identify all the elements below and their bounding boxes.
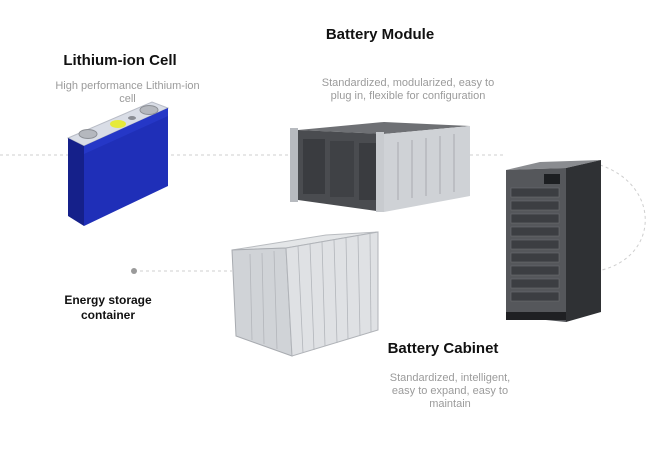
connector-lines — [0, 154, 646, 272]
connector-dot — [131, 268, 137, 274]
cell-title: Lithium-ion Cell — [63, 52, 177, 69]
cabinet-title: Battery Cabinet — [387, 340, 499, 357]
battery-module-image — [290, 122, 470, 212]
cell-description: High performance Lithium-ion cell — [55, 80, 200, 105]
lithium-ion-cell-image — [66, 101, 170, 226]
energy-storage-container-image — [231, 231, 379, 357]
cabinet-description: Standardized, intelligent, easy to expan… — [389, 372, 511, 410]
module-description: Standardized, modularized, easy to plug … — [321, 77, 495, 102]
module-title: Battery Module — [325, 26, 435, 43]
connector-cabinet-curve — [599, 164, 646, 271]
container-title: Energy storage container — [64, 293, 152, 322]
battery-cabinet-image — [506, 160, 601, 322]
